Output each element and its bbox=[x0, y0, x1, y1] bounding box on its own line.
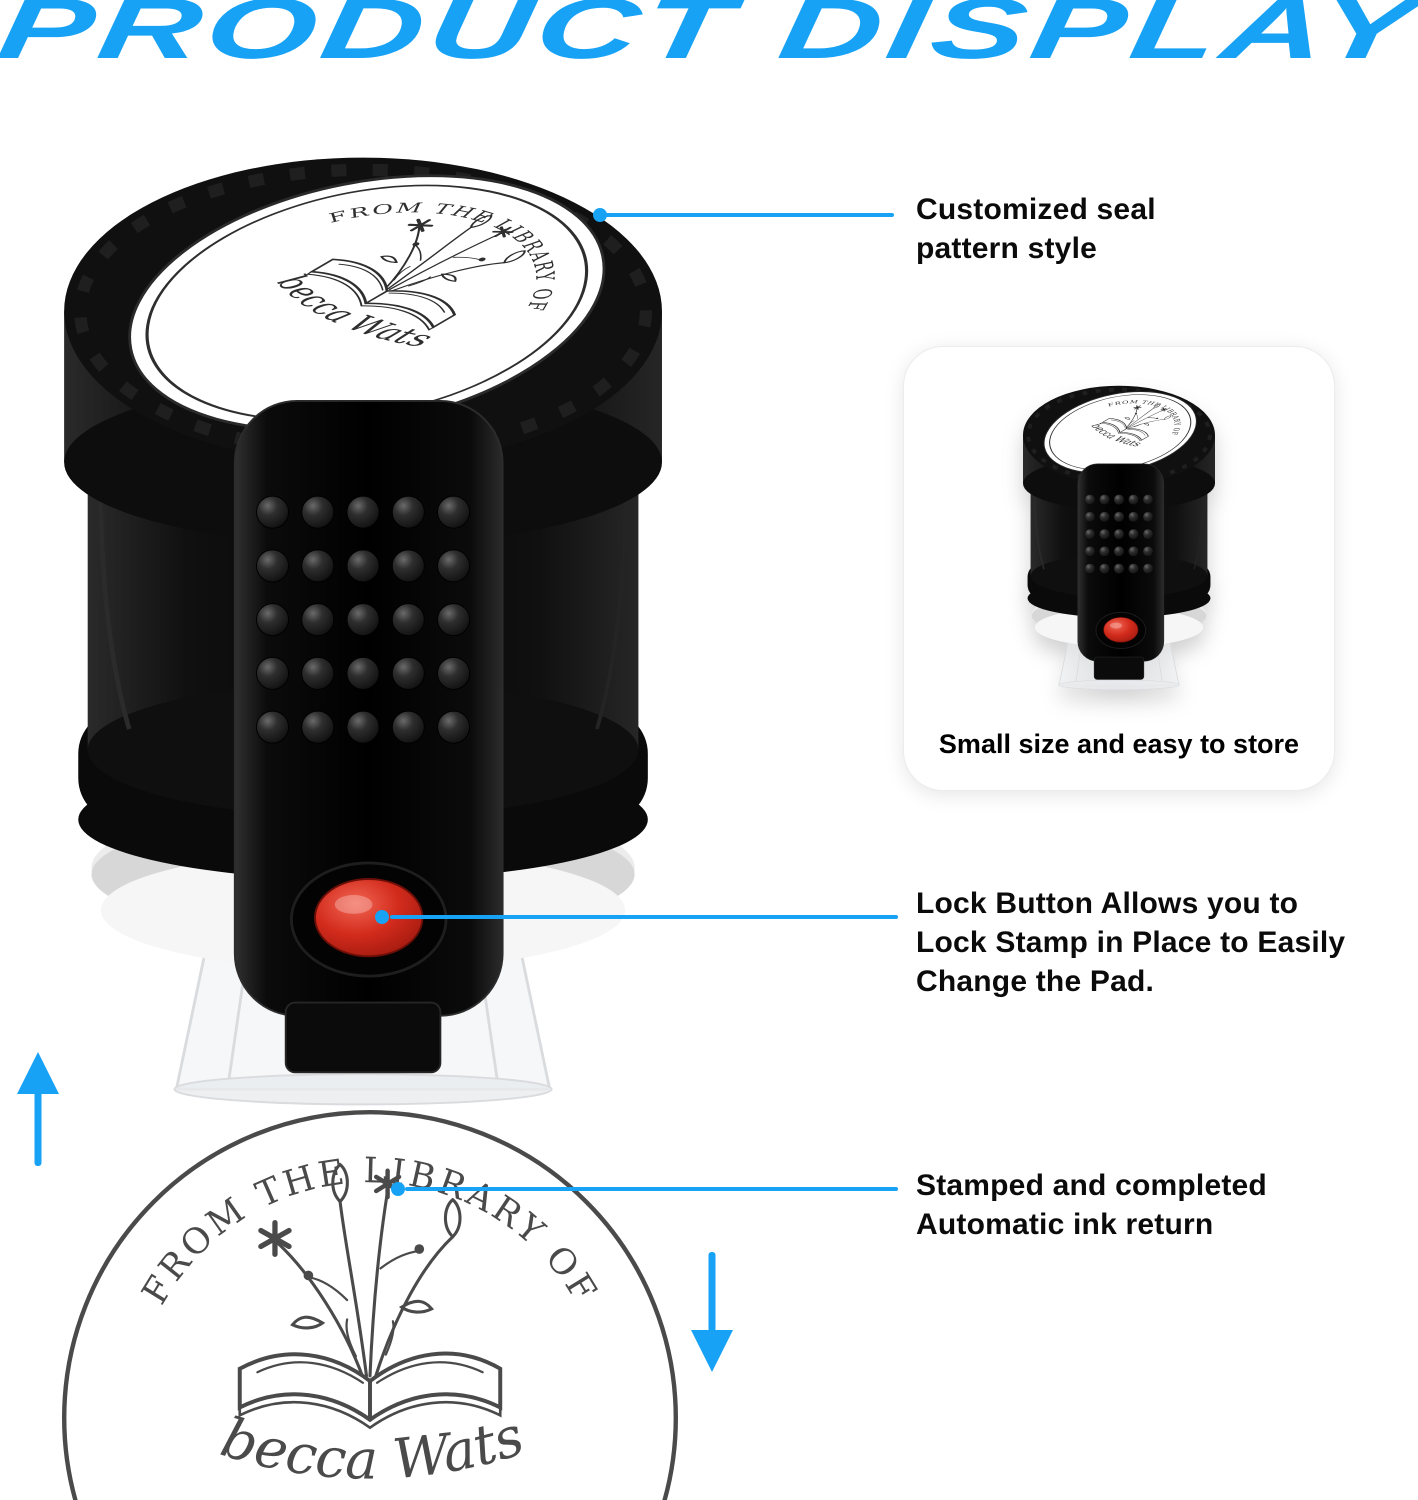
callout-dot-ink-return bbox=[391, 1182, 405, 1196]
callout-dot-lock-button bbox=[375, 910, 389, 924]
up-arrow-icon bbox=[17, 1052, 59, 1166]
small-size-inset-card: Small size and easy to store bbox=[903, 346, 1335, 791]
callout-line-lock-button bbox=[390, 915, 898, 919]
callout-dot-seal-pattern bbox=[593, 208, 607, 222]
inset-caption: Small size and easy to store bbox=[938, 729, 1300, 759]
down-arrow-icon bbox=[691, 1252, 733, 1372]
page-title-text: PRODUCT DISPLAY bbox=[0, 0, 1418, 77]
callout-line-ink-return bbox=[405, 1187, 898, 1191]
callout-text-lock-button: Lock Button Allows you to Lock Stamp in … bbox=[916, 887, 1346, 998]
page-title: PRODUCT DISPLAY bbox=[0, 0, 1418, 77]
stamped-imprint bbox=[64, 1112, 676, 1500]
callout-text-seal-pattern: Customized seal pattern style bbox=[916, 193, 1156, 265]
callout-text-ink-return: Stamped and completed Automatic ink retu… bbox=[916, 1169, 1267, 1241]
stamp-product-photo bbox=[17, 118, 733, 1500]
stamp-small-photo bbox=[1013, 373, 1225, 694]
stamp-main bbox=[33, 118, 701, 1104]
callout-line-seal-pattern bbox=[604, 213, 894, 217]
